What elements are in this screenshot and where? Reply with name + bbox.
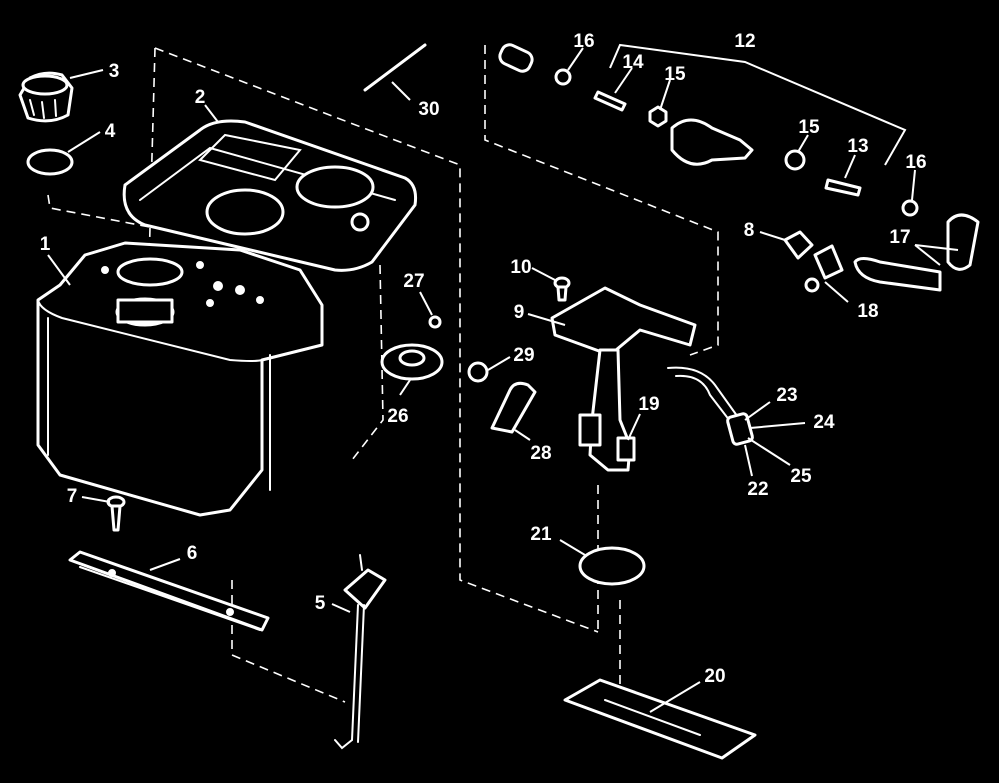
callout-3: 3 (109, 61, 120, 82)
part-8-clamp (783, 230, 814, 260)
callout-10: 10 (510, 257, 531, 278)
part-22-25-vent-hose (667, 366, 754, 446)
part-18-connector (804, 244, 844, 293)
callout-1: 1 (40, 234, 51, 255)
callout-9: 9 (514, 302, 525, 323)
part-30-cable-tie (363, 43, 427, 92)
callout-labels: 1 2 3 4 6 7 5 8 9 10 12 13 14 15 15 16 1… (40, 31, 927, 687)
callout-12: 12 (734, 31, 755, 52)
part-12-primer-bulb-assembly (498, 43, 919, 217)
part-4-cap-gasket (26, 148, 74, 176)
callout-29: 29 (513, 345, 534, 366)
part-5-fuel-gauge (334, 554, 387, 750)
callout-8: 8 (744, 220, 755, 241)
callout-26: 26 (387, 406, 408, 427)
part-2-tank-cover (122, 119, 417, 272)
leader-lines (47, 43, 959, 713)
callout-4: 4 (105, 121, 116, 142)
part-1-fuel-tank (36, 241, 324, 517)
callout-22: 22 (747, 479, 768, 500)
callout-17: 17 (889, 227, 910, 248)
callout-28: 28 (530, 443, 551, 464)
callout-20: 20 (704, 666, 725, 687)
part-3-filler-cap (18, 71, 74, 123)
callout-27: 27 (403, 271, 424, 292)
callout-15b: 15 (798, 117, 820, 138)
callout-2: 2 (195, 87, 206, 108)
callout-15a: 15 (664, 64, 686, 85)
callout-13: 13 (847, 136, 868, 157)
part-27-screw (428, 315, 442, 329)
part-28-hose (490, 381, 537, 434)
part-6-mounting-bracket (68, 550, 270, 632)
callout-30: 30 (418, 99, 439, 120)
callout-7: 7 (67, 486, 78, 507)
part-17-fuel-hoses (853, 213, 980, 292)
part-7-screw (106, 495, 126, 532)
callout-16b: 16 (905, 152, 926, 173)
callout-14: 14 (622, 52, 644, 73)
callout-21: 21 (530, 524, 552, 545)
callout-24: 24 (813, 412, 835, 433)
callout-5: 5 (315, 593, 326, 614)
callout-19: 19 (638, 394, 659, 415)
part-29-nut (467, 361, 489, 383)
callout-23: 23 (776, 385, 797, 406)
part-21-seal (578, 546, 646, 586)
callout-16a: 16 (573, 31, 594, 52)
callout-25: 25 (790, 466, 812, 487)
part-20-plate (563, 678, 757, 760)
callout-6: 6 (187, 543, 198, 564)
callout-18: 18 (857, 301, 878, 322)
part-10-screw (553, 276, 571, 302)
part-26-gauge-mount (380, 343, 444, 381)
part-19-filter (616, 436, 636, 462)
